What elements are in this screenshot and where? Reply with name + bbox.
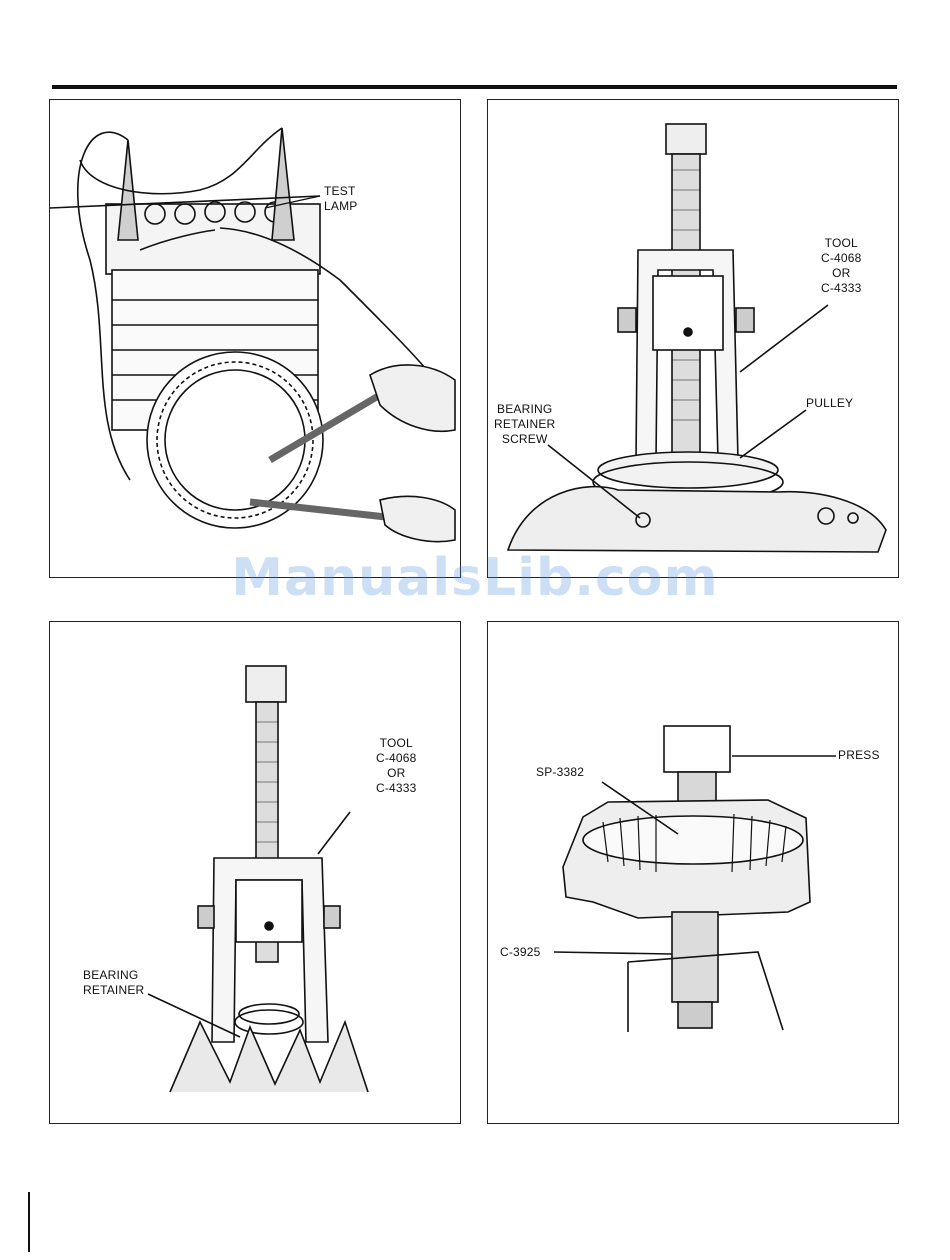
figure-bearing-retainer-panel: TOOL C-4068 OR C-4333 BEARING RETAINER <box>49 621 461 1124</box>
tool-label: TOOL C-4068 OR C-4333 <box>376 736 417 796</box>
sp-3382-label: SP-3382 <box>536 765 584 780</box>
page-margin-rule <box>28 1192 30 1252</box>
bearing-retainer-label: BEARING RETAINER <box>83 968 144 998</box>
press-label: PRESS <box>838 748 880 763</box>
test-lamp-label: TEST LAMP <box>324 184 357 214</box>
bearing-puller-illustration <box>50 622 460 1123</box>
press-illustration <box>488 622 898 1123</box>
manualslib-watermark: ManualsLib.com <box>0 548 950 608</box>
figure-test-lamp-panel: TEST LAMP <box>49 99 461 578</box>
bearing-retainer-screw-label: BEARING RETAINER SCREW <box>494 402 555 447</box>
header-rule <box>52 85 897 89</box>
figure-press-panel: PRESS SP-3382 C-3925 <box>487 621 899 1124</box>
c-3925-label: C-3925 <box>500 945 541 960</box>
pulley-puller-illustration <box>488 100 898 577</box>
tool-label: TOOL C-4068 OR C-4333 <box>821 236 862 296</box>
pulley-label: PULLEY <box>806 396 853 411</box>
figure-pulley-removal-panel: TOOL C-4068 OR C-4333 PULLEY BEARING RET… <box>487 99 899 578</box>
test-lamp-illustration <box>50 100 460 577</box>
